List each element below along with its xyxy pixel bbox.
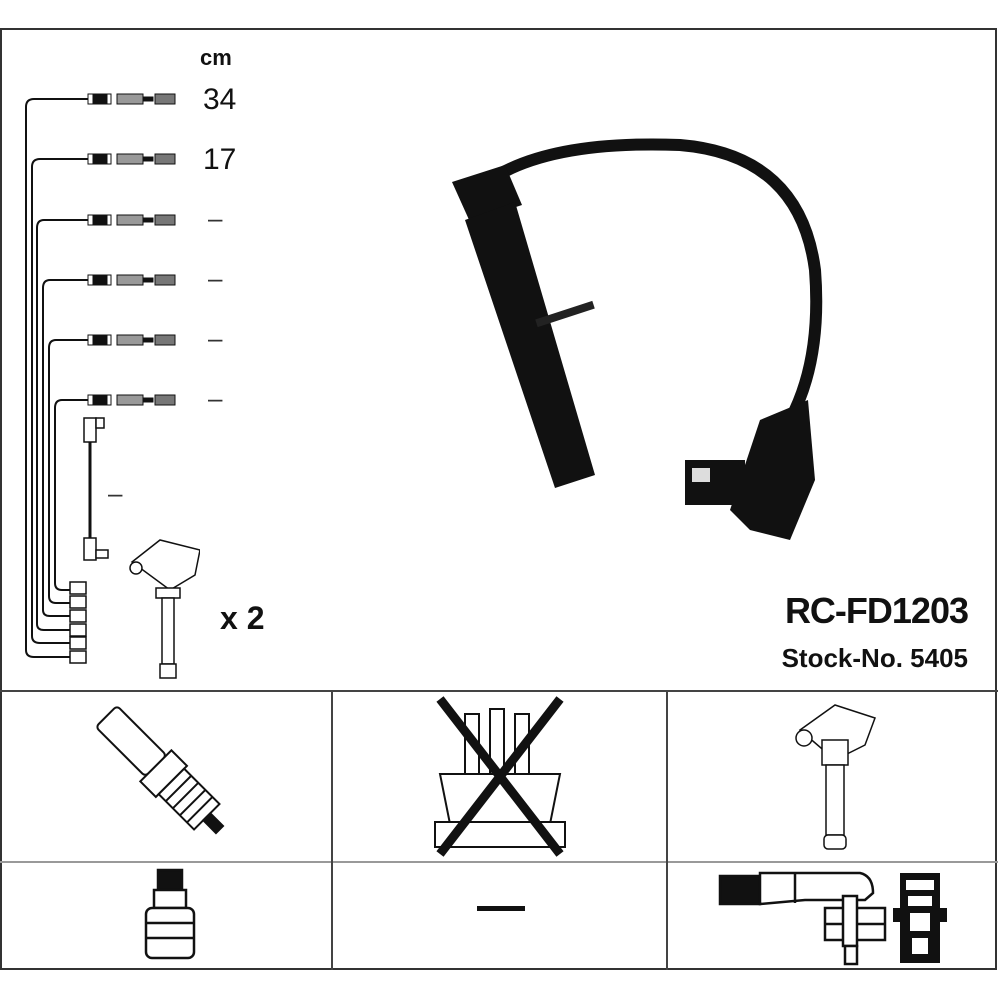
divider xyxy=(0,690,998,692)
part-number: RC-FD1203 xyxy=(784,590,969,631)
divider xyxy=(331,690,333,970)
cable-length-5: – xyxy=(208,323,223,353)
cable-length-6: – xyxy=(208,383,223,413)
cable-connector-icon xyxy=(87,153,176,165)
cable-length-2: 17 xyxy=(203,143,237,176)
cable-connector-icon xyxy=(87,93,176,105)
cable-connector-icon xyxy=(87,274,176,286)
coil-connector-icon xyxy=(718,871,947,966)
bottom-middle-value-dash xyxy=(477,906,525,911)
ignition-coil-icon xyxy=(795,704,876,850)
cable-length-4: – xyxy=(208,263,223,293)
cable-connector-icon xyxy=(87,394,176,406)
cable-length-3: – xyxy=(208,203,223,233)
stock-number: Stock-No. 5405 xyxy=(781,643,968,673)
cable-length-1: 34 xyxy=(203,83,237,116)
cable-length-7: – xyxy=(108,478,123,508)
cable-set-schematic xyxy=(25,93,200,679)
cable-connector-icon xyxy=(87,334,176,346)
divider xyxy=(666,690,668,970)
cable-connector-icon xyxy=(87,214,176,226)
ignition-cable-image xyxy=(452,138,823,540)
quantity-label: x 2 xyxy=(220,600,265,636)
distributor-cap-not-applicable-icon xyxy=(434,696,566,857)
unit-label: cm xyxy=(200,45,232,70)
plug-boot-icon xyxy=(144,868,196,960)
coil-icon xyxy=(129,539,200,679)
diagram-frame xyxy=(0,28,997,970)
spark-plug-icon xyxy=(96,706,225,835)
divider xyxy=(0,861,998,863)
